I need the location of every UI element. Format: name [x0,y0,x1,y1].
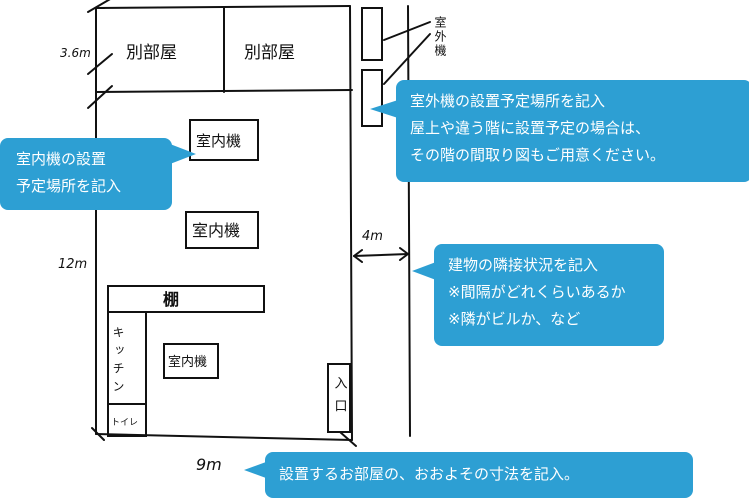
indoor-callout-line-2: 予定場所を記入 [16,177,122,195]
kitchen-label: キッチン [111,326,125,398]
entrance-label: 入口 [332,376,348,422]
toilet-label: トイレ [111,418,138,428]
indoor-callout-tail [170,144,196,164]
toilet-rect [107,403,147,437]
gap-arrow-line [353,253,409,257]
dim-3.6-arrows [87,53,113,109]
dim-left-label: 12m [58,257,87,272]
dim-top-left-label: 3.6m [60,46,91,60]
dim-bottom-label: 9m [196,455,222,474]
room-size-callout: 設置するお部屋の、おおよその寸法を記入。 [265,452,693,498]
outdoor-callout-line-2: 屋上や違う階に設置予定の場合は、 [410,119,651,137]
room-2-label: 別部屋 [244,43,295,63]
outdoor-callout-line-1: 室外機の設置予定場所を記入 [410,92,606,110]
shelf-rect [107,285,265,313]
room-size-callout-line-1: 設置するお部屋の、おおよその寸法を記入。 [279,465,580,483]
outdoor-unit-label: 室外機 [433,15,447,58]
dim-gap-label: 4m [362,229,383,244]
outdoor-unit-1-rect [361,7,383,61]
adjacent-callout-tail [412,262,436,280]
indoor-unit-3-rect [163,343,219,379]
indoor-callout-line-1: 室内機の設置 [16,150,107,168]
indoor-unit-2-label: 室内機 [192,221,240,240]
outdoor-unit-callout: 室外機の設置予定場所を記入 屋上や違う階に設置予定の場合は、 その階の間取り図も… [396,80,749,182]
outdoor-unit-leaders [383,21,431,85]
entrance-rect [327,363,351,433]
shelf-label: 棚 [163,290,179,309]
indoor-unit-3-label: 室内機 [168,354,207,370]
outdoor-callout-tail [370,100,398,118]
indoor-unit-callout: 室内機の設置 予定場所を記入 [0,138,172,210]
outdoor-callout-line-3: その階の間取り図もご用意ください。 [410,146,666,164]
indoor-unit-1-rect [189,119,259,161]
indoor-unit-1-label: 室内機 [196,132,241,150]
adjacent-callout-line-1: 建物の隣接状況を記入 [448,256,599,274]
room-1-label: 別部屋 [126,43,177,63]
adjacent-callout-line-2: ※間隔がどれくらいあるか [448,283,626,301]
neighbor-building-line [407,5,411,437]
adjacent-callout-line-3: ※隣がビルか、など [448,310,581,328]
wall-top [95,5,351,9]
room-size-callout-tail [244,462,266,478]
adjacent-building-callout: 建物の隣接状況を記入 ※間隔がどれくらいあるか ※隣がビルか、など [434,244,664,346]
indoor-unit-2-rect [185,211,259,249]
wall-right [349,5,353,441]
outdoor-unit-2-rect [361,69,383,127]
